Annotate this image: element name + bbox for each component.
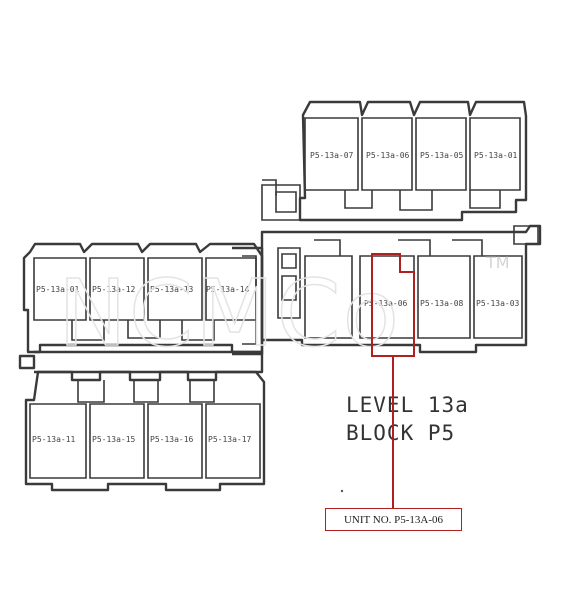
unit-label: P5-13a-12 (92, 285, 136, 294)
unit-labels-mid-right: P5-13a-06 P5-13a-08 P5-13a-03 (364, 299, 520, 308)
unit-label: P5-13a-17 (208, 435, 252, 444)
watermark: NCMCo TM (57, 253, 510, 368)
selected-unit-highlight (371, 253, 415, 508)
unit-labels-left-upper: P5-13a-01 P5-13a-12 P5-13a-13 P5-13a-14 (36, 285, 250, 294)
unit-callout: UNIT NO. P5-13A-06 (325, 508, 462, 531)
watermark-tm: TM (485, 253, 510, 272)
watermark-text: NCMCo (58, 260, 401, 367)
unit-callout-text: UNIT NO. P5-13A-06 (343, 513, 444, 526)
level-title: LEVEL 13a (346, 393, 469, 417)
unit-label: P5-13a-07 (310, 151, 354, 160)
unit-label: P5-13a-06 (366, 151, 410, 160)
unit-label: P5-13a-08 (420, 299, 464, 308)
unit-labels-top-right: P5-13a-07 P5-13a-06 P5-13a-05 P5-13a-01 (310, 151, 518, 160)
unit-label: P5-13a-01 (36, 285, 80, 294)
unit-label: P5-13a-15 (92, 435, 136, 444)
unit-label: P5-13a-01 (474, 151, 518, 160)
left-upper-block (22, 242, 264, 354)
block-title: BLOCK P5 (346, 421, 455, 445)
unit-label: P5-13a-11 (32, 435, 76, 444)
unit-label: P5-13a-14 (206, 285, 250, 294)
unit-label: P5-13a-16 (150, 435, 194, 444)
level-label: LEVEL 13a BLOCK P5 (346, 393, 469, 445)
unit-label: P5-13a-13 (150, 285, 194, 294)
unit-labels-left-lower: P5-13a-11 P5-13a-15 P5-13a-16 P5-13a-17 (32, 435, 252, 444)
unit-label: P5-13a-06 (364, 299, 408, 308)
upper-right-block (261, 100, 528, 222)
middle-right-block (260, 224, 542, 354)
left-corridor (18, 350, 264, 374)
left-lower-block (24, 370, 266, 492)
unit-label: P5-13a-05 (420, 151, 464, 160)
unit-label: P5-13a-03 (476, 299, 520, 308)
